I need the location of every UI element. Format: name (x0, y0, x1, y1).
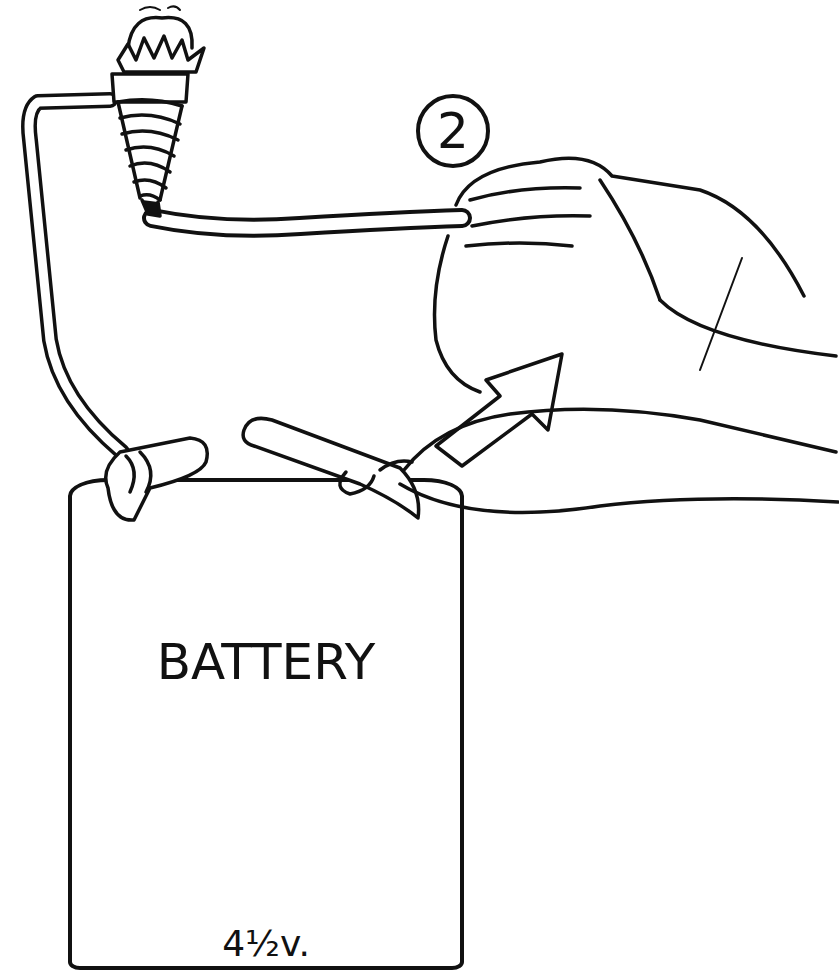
callout-number: 2 (420, 101, 486, 161)
bulb-glow (140, 6, 180, 10)
wire (29, 100, 122, 452)
bulb-collar (112, 74, 188, 102)
battery-label: BATTERY (72, 632, 460, 692)
bulb-screw (118, 102, 182, 200)
hand (404, 409, 836, 470)
pencil-mark (700, 258, 742, 370)
bulb-tip (142, 200, 160, 216)
hand-finger (466, 188, 590, 246)
battery-body: BATTERY 4½v. (68, 478, 464, 970)
bulb-glow (118, 36, 204, 72)
hand (400, 484, 838, 512)
hand (660, 300, 836, 356)
bulb-screw (118, 100, 182, 200)
terminal (243, 418, 419, 518)
wire-loop (340, 461, 412, 494)
wire-core (152, 218, 462, 228)
callout-circle: 2 (416, 94, 490, 168)
wire (152, 218, 462, 228)
voltage-label: 4½v. (72, 922, 460, 965)
wire-loop (126, 452, 151, 492)
wire-core (29, 100, 122, 452)
hand (435, 236, 481, 392)
hand (600, 180, 660, 300)
